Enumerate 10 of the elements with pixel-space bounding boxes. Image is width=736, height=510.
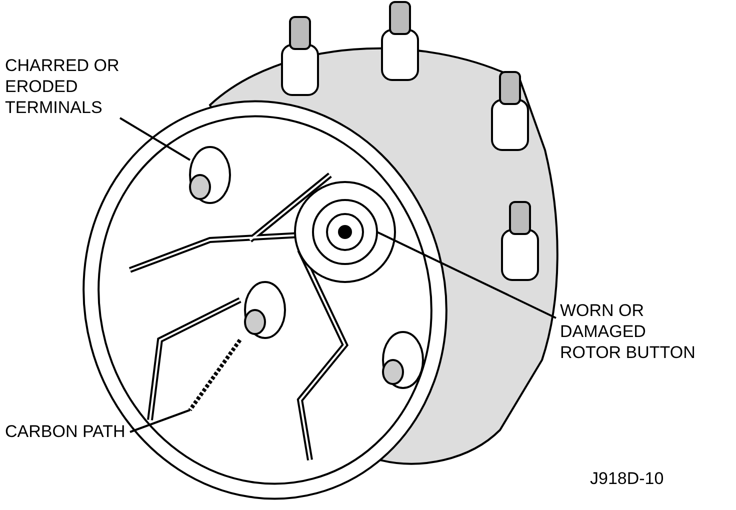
- figure-code: J918D-10: [590, 468, 664, 489]
- callout-text: CARBON PATH: [5, 421, 126, 442]
- leader-line: [376, 231, 556, 319]
- leader-line: [130, 409, 190, 433]
- carbon-track-drawing: [188, 338, 242, 412]
- leader-line: [119, 117, 191, 161]
- callout-text: CHARRED OR ERODED TERMINALS: [5, 55, 145, 118]
- callout-text: WORN OR DAMAGED ROTOR BUTTON: [560, 300, 700, 363]
- rotor-button-drawing: [312, 199, 378, 265]
- terminal-drawing: [189, 146, 231, 204]
